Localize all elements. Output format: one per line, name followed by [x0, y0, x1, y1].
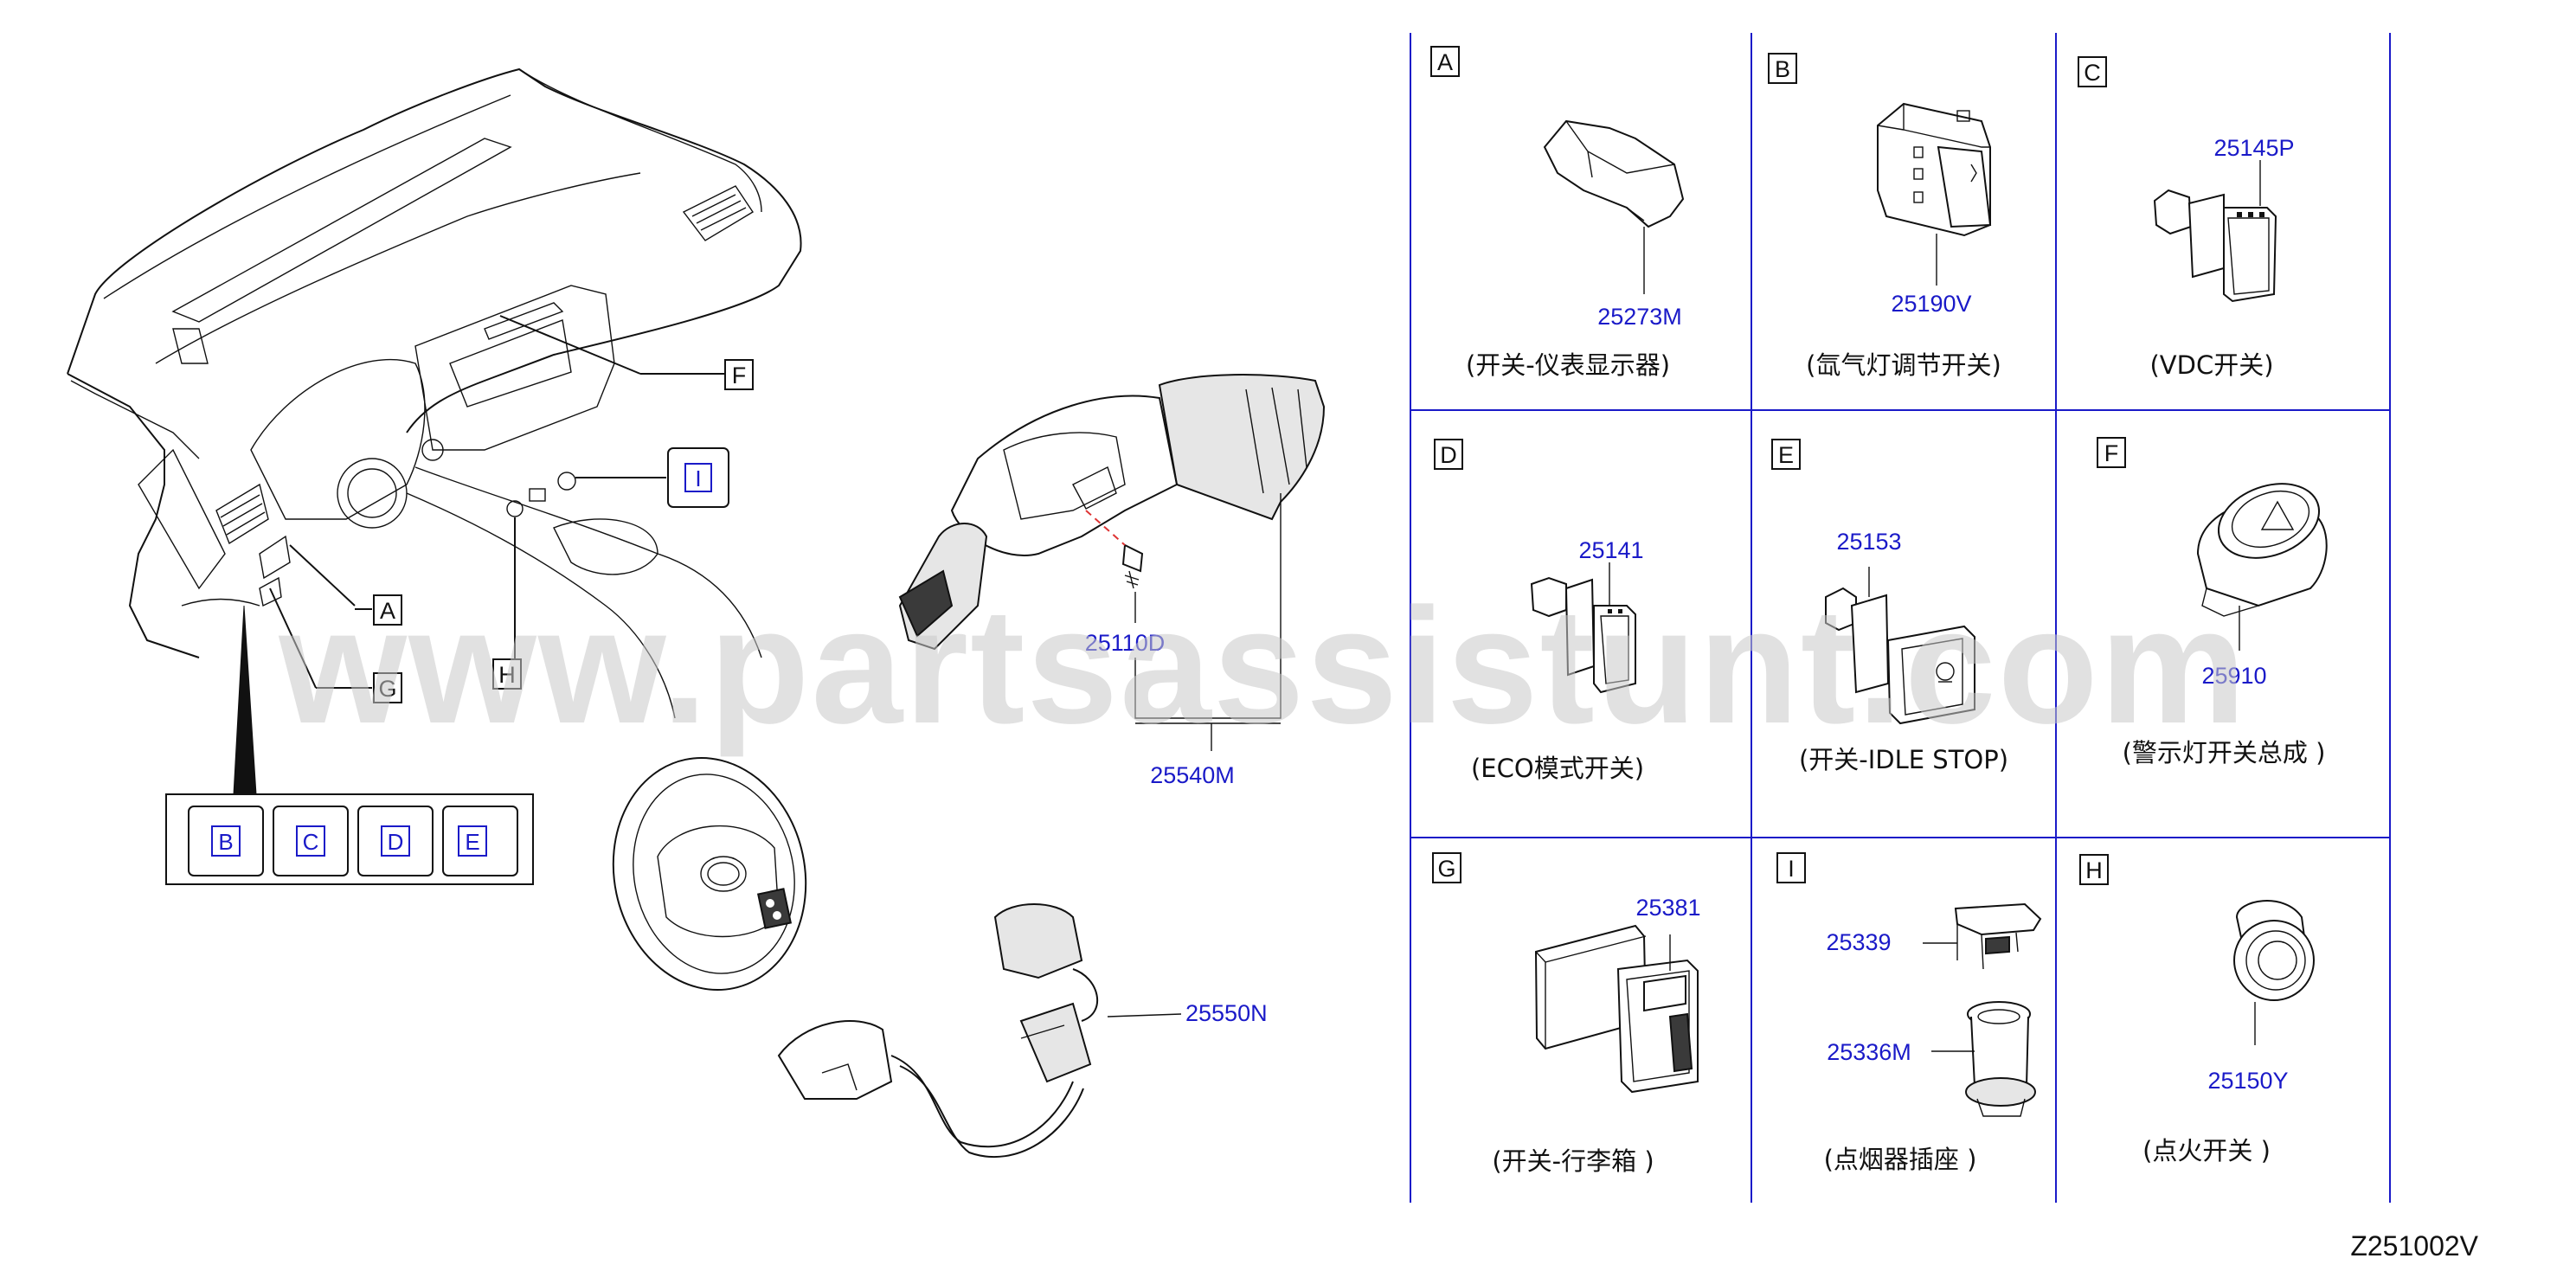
svg-text:A: A	[1437, 49, 1453, 75]
combination-switch-drawing: 25110D 25540M	[898, 374, 1326, 788]
callout-G: G	[373, 672, 402, 703]
caption-I: (点烟器插座 )	[1824, 1145, 1977, 1174]
cell-G: G 25381 (开关-行李箱 )	[1432, 852, 1701, 1176]
part-number-25145P: 25145P	[2213, 135, 2294, 161]
inset-switch-key: B C D E	[165, 793, 534, 885]
inset-key-B: B	[188, 806, 264, 876]
svg-text:E: E	[1778, 442, 1794, 468]
cell-B: B 25190V (氙气灯调节开关)	[1768, 53, 2001, 380]
part-number-25910: 25910	[2201, 663, 2266, 689]
part-number-25190V: 25190V	[1891, 291, 1971, 317]
callout-F: F	[724, 359, 754, 390]
switch-grid	[1410, 33, 2391, 1203]
cell-C: C 25145P (VDC开关)	[2078, 56, 2295, 380]
caption-H: (点火开关 )	[2142, 1136, 2271, 1165]
svg-text:C: C	[2084, 60, 2101, 86]
callout-I: I	[667, 447, 729, 508]
cell-E: E 25153 (开关-IDLE STOP)	[1771, 439, 2008, 774]
svg-text:H: H	[2085, 857, 2103, 883]
part-number-25150Y: 25150Y	[2207, 1068, 2288, 1094]
caption-F: (警示灯开关总成 )	[2123, 738, 2326, 767]
part-screw-label: 25110D	[1085, 630, 1166, 656]
part-number-25339: 25339	[1826, 929, 1891, 955]
part-spiral-cable-label: 25550N	[1185, 1000, 1268, 1026]
part-number-25381: 25381	[1635, 895, 1700, 921]
svg-text:F: F	[732, 363, 747, 388]
svg-text:E: E	[465, 829, 479, 855]
inset-key-C: C	[273, 806, 349, 876]
svg-text:25550N: 25550N	[1185, 1000, 1268, 1026]
drawing-code: Z251002V	[2350, 1230, 2478, 1262]
part-number-25336M: 25336M	[1827, 1039, 1911, 1065]
part-number-25273M: 25273M	[1597, 304, 1682, 330]
caption-C: (VDC开关)	[2149, 350, 2273, 380]
svg-text:F: F	[2104, 440, 2119, 466]
svg-text:25110D: 25110D	[1085, 630, 1166, 656]
caption-A: (开关-仪表显示器)	[1466, 350, 1670, 380]
svg-text:H: H	[498, 662, 516, 688]
svg-text:A: A	[380, 598, 395, 624]
svg-text:25540M: 25540M	[1150, 762, 1235, 788]
cell-F: F 25910 (警示灯开关总成 )	[2097, 437, 2328, 767]
caption-B: (氙气灯调节开关)	[1806, 350, 2001, 380]
svg-text:G: G	[1437, 856, 1455, 882]
cell-I: I 25339 25336M (点烟器插座 )	[1776, 852, 2042, 1174]
dashboard-overview: A G H I F B	[67, 67, 802, 885]
svg-text:I: I	[695, 465, 701, 491]
part-combo-switch-label: 25540M	[1150, 762, 1235, 788]
caption-E: (开关-IDLE STOP)	[1799, 745, 2008, 774]
part-number-25141: 25141	[1578, 537, 1643, 563]
svg-text:B: B	[218, 829, 233, 855]
cell-H: H 25150Y (点火开关 )	[2079, 854, 2315, 1165]
callout-H: H	[492, 658, 522, 690]
inset-key-E: E	[442, 806, 518, 876]
watermark-text: www.partsassistunt.com	[278, 575, 2247, 758]
part-number-25153: 25153	[1836, 529, 1901, 555]
inset-key-D: D	[357, 806, 434, 876]
cell-A: A 25273M (开关-仪表显示器)	[1430, 46, 1685, 380]
spiral-cable-drawing: 25550N	[777, 903, 1268, 1158]
svg-text:G: G	[378, 676, 396, 702]
svg-text:B: B	[1775, 56, 1790, 82]
caption-G: (开关-行李箱 )	[1492, 1146, 1654, 1176]
cell-D: D 25141 (ECO模式开关)	[1434, 439, 1644, 783]
svg-text:I: I	[1788, 856, 1795, 882]
svg-text:C: C	[303, 829, 319, 855]
steering-wheel-drawing	[612, 756, 807, 992]
svg-text:D: D	[388, 829, 404, 855]
callout-A: A	[373, 594, 402, 626]
caption-D: (ECO模式开关)	[1471, 754, 1644, 783]
svg-text:D: D	[1440, 442, 1457, 468]
